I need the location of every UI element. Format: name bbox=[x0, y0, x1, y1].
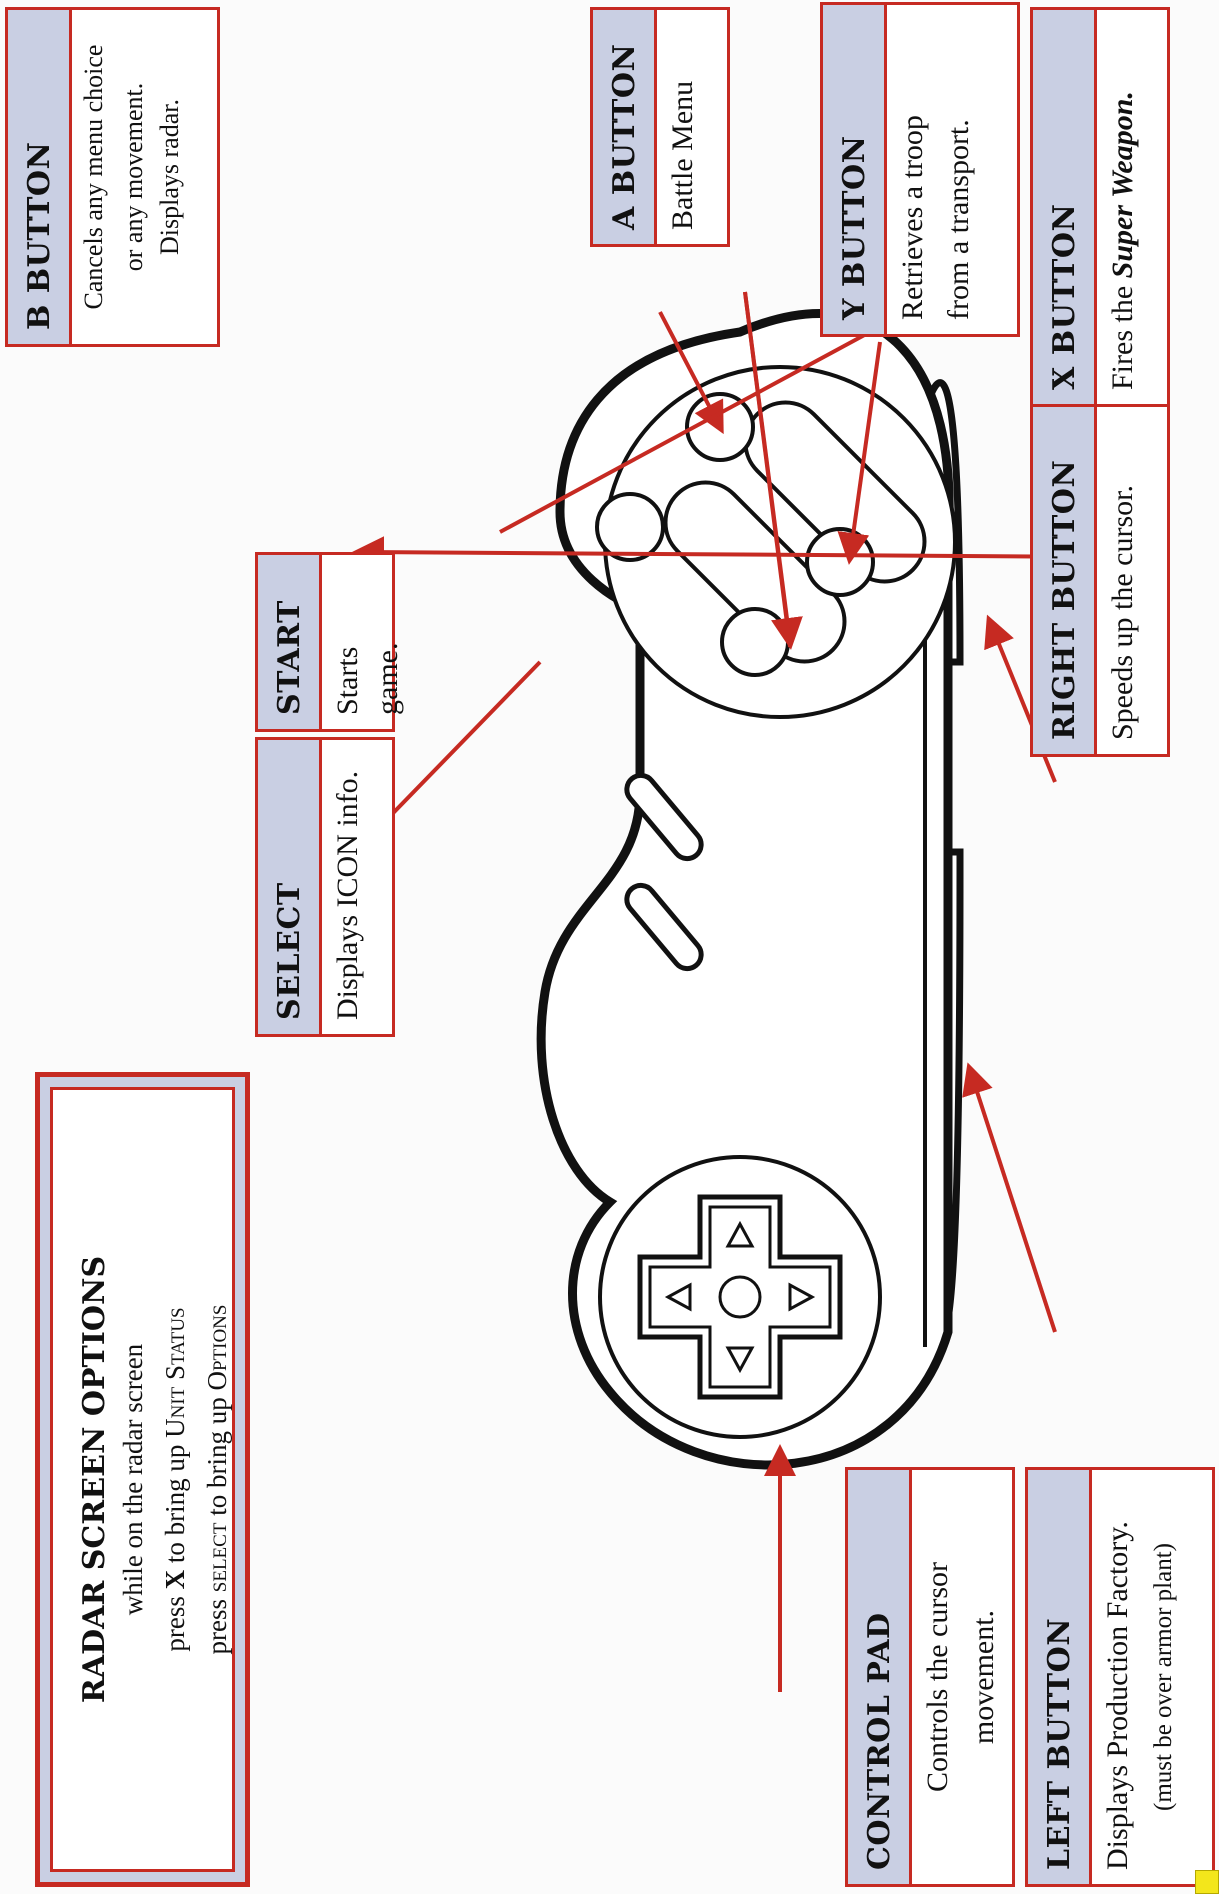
select-desc: Displays ICON info. bbox=[331, 770, 364, 1020]
radar-line-1-key: X bbox=[160, 1569, 190, 1590]
start-title: START bbox=[258, 555, 322, 729]
radar-options-panel: RADAR SCREEN OPTIONS while on the radar … bbox=[35, 1072, 250, 1887]
select-title: SELECT bbox=[258, 740, 322, 1034]
b-button-desc-3: Displays radar. bbox=[155, 99, 184, 255]
radar-line-1-prefix: press bbox=[160, 1596, 190, 1652]
x-button-title: X BUTTON bbox=[1033, 10, 1097, 404]
b-button-label: B BUTTON Cancels any menu choice or any … bbox=[5, 7, 220, 347]
right-button-desc: Speeds up the cursor. bbox=[1106, 485, 1139, 740]
x-button-icon bbox=[805, 527, 875, 597]
x-button-label: X BUTTON Fires the Super Weapon. bbox=[1030, 7, 1170, 407]
radar-line-2-key: select bbox=[202, 1522, 232, 1593]
radar-line-2: press select to bring up Options bbox=[196, 1090, 238, 1869]
x-button-desc-prefix: Fires the bbox=[1106, 285, 1139, 390]
corner-mark bbox=[1195, 1870, 1219, 1894]
radar-line-1: press X to bring up Unit Status bbox=[154, 1090, 196, 1869]
a-button-desc: Battle Menu bbox=[666, 80, 699, 230]
radar-title: RADAR SCREEN OPTIONS bbox=[77, 1255, 112, 1704]
y-button-icon bbox=[720, 607, 790, 677]
right-button-label: RIGHT BUTTON Speeds up the cursor. bbox=[1030, 397, 1170, 757]
control-pad-desc-2: movement. bbox=[967, 1609, 1000, 1745]
b-button-title: B BUTTON bbox=[8, 10, 72, 344]
left-button-note: (must be over armor plant) bbox=[1150, 1543, 1177, 1811]
left-button-label: LEFT BUTTON Displays Production Factory.… bbox=[1025, 1467, 1215, 1887]
select-label: SELECT Displays ICON info. bbox=[255, 737, 395, 1037]
radar-line-1-target: Unit Status bbox=[160, 1307, 190, 1438]
a-button-title: A BUTTON bbox=[593, 10, 657, 244]
radar-options-inner: RADAR SCREEN OPTIONS while on the radar … bbox=[50, 1087, 235, 1872]
radar-line-2-prefix: press bbox=[202, 1598, 232, 1655]
b-button-icon bbox=[595, 492, 665, 562]
b-button-desc-2: or any movement. bbox=[119, 82, 148, 272]
y-button-title: Y BUTTON bbox=[823, 5, 887, 334]
y-button-desc-2: from a transport. bbox=[942, 119, 975, 320]
select-start-buttons bbox=[624, 772, 704, 972]
control-pad-desc-1: Controls the cursor bbox=[921, 1562, 954, 1792]
radar-line-2-target: Options bbox=[202, 1304, 232, 1391]
x-button-desc: Fires the Super Weapon. bbox=[1097, 10, 1149, 404]
radar-subtitle: while on the radar screen bbox=[118, 1343, 148, 1616]
control-pad-label: CONTROL PAD Controls the cursor movement… bbox=[845, 1467, 1015, 1887]
radar-line-2-middle: to bring up bbox=[202, 1397, 232, 1516]
a-button-label: A BUTTON Battle Menu bbox=[590, 7, 730, 247]
x-button-desc-emph: Super Weapon. bbox=[1106, 91, 1139, 279]
b-button-desc-1: Cancels any menu choice bbox=[79, 44, 108, 310]
start-label: START Starts game. bbox=[255, 552, 404, 732]
y-button-desc-1: Retrieves a troop bbox=[896, 115, 929, 320]
start-desc: Starts game. bbox=[331, 642, 404, 715]
y-button-label: Y BUTTON Retrieves a troop from a transp… bbox=[820, 2, 1020, 337]
radar-line-1-middle: to bring up bbox=[160, 1444, 190, 1564]
left-button-title: LEFT BUTTON bbox=[1028, 1470, 1092, 1884]
right-button-title: RIGHT BUTTON bbox=[1033, 400, 1097, 754]
control-pad-icon bbox=[637, 1194, 843, 1400]
control-pad-title: CONTROL PAD bbox=[848, 1470, 912, 1884]
left-button-desc: Displays Production Factory. bbox=[1101, 1521, 1134, 1870]
